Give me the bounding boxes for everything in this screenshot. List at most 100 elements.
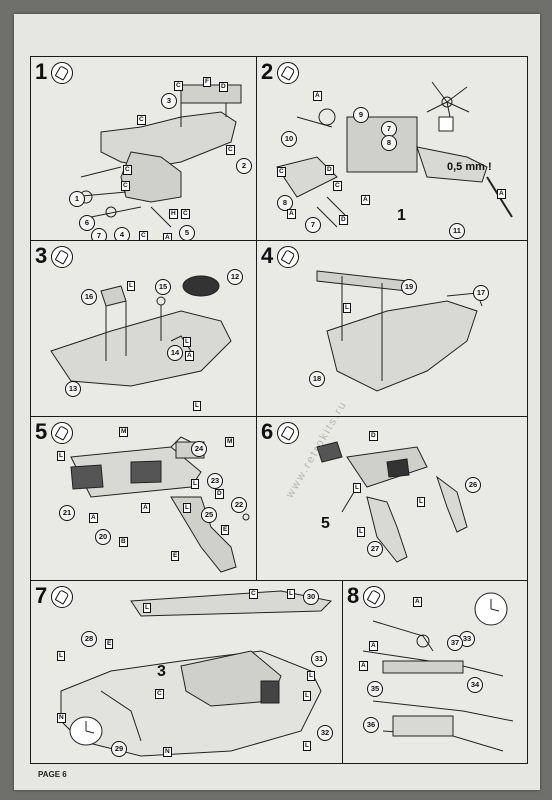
subassembly-label: 1 [397, 207, 406, 224]
part-callout: 10 [281, 131, 297, 147]
part-callout: 15 [155, 279, 171, 295]
part-callout: 37 [447, 635, 463, 651]
part-callout: 25 [201, 507, 217, 523]
part-callout: 32 [317, 725, 333, 741]
tolerance-note: 0,5 mm ! [447, 161, 492, 173]
part-callout: 7 [381, 121, 397, 137]
part-callout: 19 [401, 279, 417, 295]
part-callout: 17 [473, 285, 489, 301]
step-2-drawing [276, 81, 513, 228]
sprue-tag: L [303, 691, 311, 701]
sprue-tag: M [119, 427, 129, 437]
part-callout: 4 [114, 227, 130, 241]
part-callout: 7 [91, 228, 107, 241]
sprue-tag: A [313, 91, 322, 101]
sprue-tag: E [105, 639, 114, 649]
step-5-drawing [70, 436, 250, 573]
sprue-tag: L [57, 451, 65, 461]
step-1-panel: 1 1 2 3 4 5 6 7 C F D C C C C H C A C [30, 56, 258, 242]
part-callout: 30 [303, 589, 319, 605]
sprue-tag: M [225, 437, 235, 447]
sprue-tag: L [357, 527, 365, 537]
step-5-number: 5 [35, 419, 48, 444]
sprue-tag: C [123, 165, 132, 175]
sprue-tag: D [219, 82, 228, 92]
sprue-tag: C [121, 181, 130, 191]
step-8-panel: 8 33 34 35 36 37 A A A [342, 580, 528, 764]
sprue-tag: L [127, 281, 135, 291]
step-6-drawing [316, 441, 468, 563]
subassembly-label: 3 [157, 663, 166, 680]
sprue-tag: L [417, 497, 425, 507]
sprue-tag: D [339, 215, 348, 225]
step-7-number: 7 [35, 583, 48, 608]
part-callout: 21 [59, 505, 75, 521]
sprue-tag: L [193, 401, 201, 411]
sprue-tag: A [141, 503, 150, 513]
part-callout: 23 [207, 473, 223, 489]
part-callout: 8 [381, 135, 397, 151]
sprue-tag: C [137, 115, 146, 125]
part-callout: 36 [363, 717, 379, 733]
sprue-tag: L [343, 303, 351, 313]
step-7-glue-icon [51, 586, 73, 608]
sprue-tag: A [413, 597, 422, 607]
part-callout: 26 [465, 477, 481, 493]
part-callout: 29 [111, 741, 127, 757]
step-1-glue-icon [51, 62, 73, 84]
step-2-glue-icon [277, 62, 299, 84]
sprue-tag: D [215, 489, 224, 499]
part-callout: 13 [65, 381, 81, 397]
sprue-tag: C [155, 689, 164, 699]
step-2-number: 2 [261, 59, 274, 84]
sprue-tag: A [369, 641, 378, 651]
part-callout: 5 [179, 225, 195, 241]
sprue-tag: N [163, 747, 172, 757]
sprue-tag: A [287, 209, 296, 219]
step-6-number: 6 [261, 419, 274, 444]
sprue-tag: C [333, 181, 342, 191]
part-callout: 35 [367, 681, 383, 697]
part-callout: 14 [167, 345, 183, 361]
part-callout: 1 [69, 191, 85, 207]
sprue-tag: C [226, 145, 235, 155]
sprue-tag: B [119, 537, 128, 547]
part-callout: 20 [95, 529, 111, 545]
step-8-glue-icon [363, 586, 385, 608]
part-callout: 24 [191, 441, 207, 457]
page-number: PAGE 6 [38, 770, 67, 779]
part-callout: 18 [309, 371, 325, 387]
part-callout: 28 [81, 631, 97, 647]
sprue-tag: E [171, 551, 180, 561]
part-callout: 6 [79, 215, 95, 231]
step-4-glue-icon [277, 246, 299, 268]
sprue-tag: L [143, 603, 151, 613]
step-3-drawing [50, 275, 232, 387]
step-1-number: 1 [35, 59, 48, 84]
step-5-glue-icon [51, 422, 73, 444]
part-callout: 31 [311, 651, 327, 667]
step-4-panel: 4 17 18 19 L [256, 240, 528, 418]
step-8-drawing [362, 592, 514, 752]
part-callout: 11 [449, 223, 465, 239]
part-callout: 27 [367, 541, 383, 557]
sprue-tag: A [497, 189, 506, 199]
part-callout: 22 [231, 497, 247, 513]
sprue-tag: D [369, 431, 378, 441]
step-1-drawing [70, 84, 242, 228]
step-2-panel: 2 7 8 9 10 11 7 8 A C A D A C D A 1 0,5 … [256, 56, 528, 242]
sprue-tag: A [361, 195, 370, 205]
step-4-drawing [316, 270, 483, 392]
sprue-tag: L [183, 337, 191, 347]
part-callout: 2 [236, 158, 252, 174]
step-3-number: 3 [35, 243, 48, 268]
step-7-drawing [60, 590, 333, 757]
sprue-tag: D [325, 165, 334, 175]
sprue-tag: L [183, 503, 191, 513]
step-6-panel: 6 26 27 D L L L 5 [256, 416, 528, 582]
sprue-tag: L [353, 483, 361, 493]
sprue-tag: E [221, 525, 230, 535]
sprue-tag: F [203, 77, 211, 87]
instruction-sheet: 00023 1 1 2 3 4 5 6 7 C F D C C C C H C [14, 14, 540, 790]
sprue-tag: H [169, 209, 178, 219]
